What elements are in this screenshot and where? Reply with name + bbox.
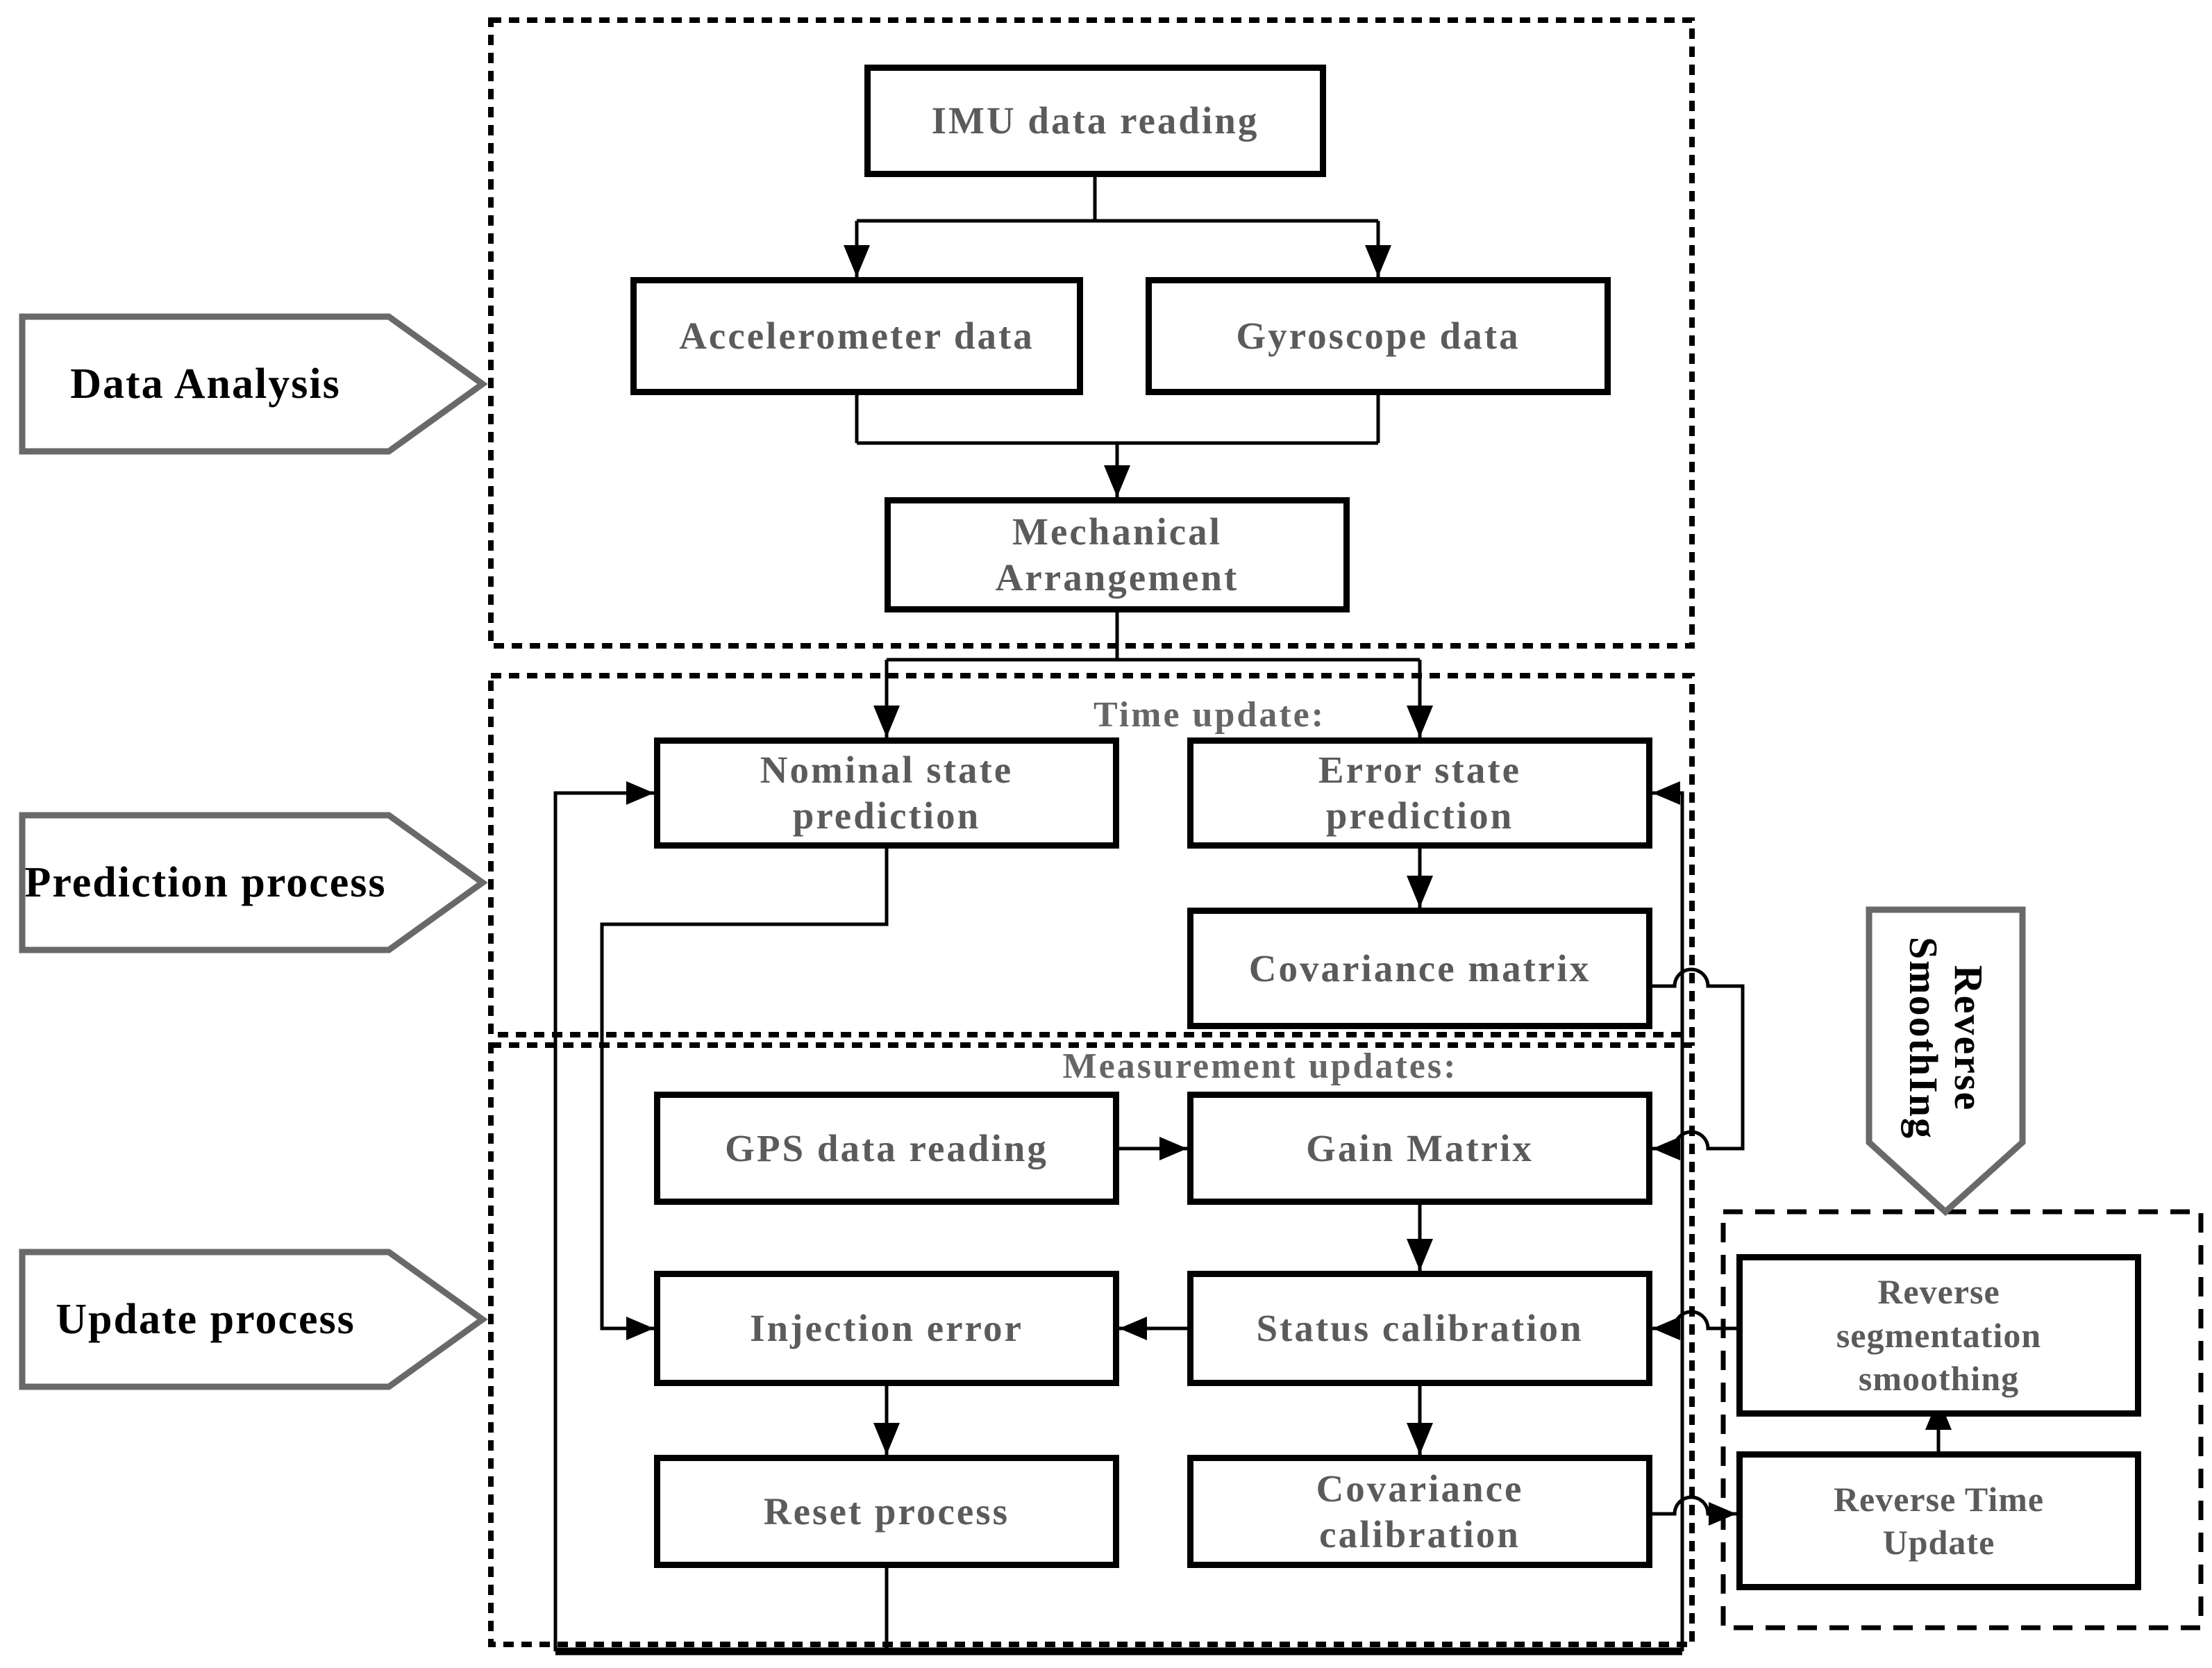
section-frame-data-analysis xyxy=(488,17,1695,649)
node-reverse-segmentation-smoothing: Reverse segmentation smoothing xyxy=(1736,1254,2141,1417)
connector-mech-split xyxy=(885,612,1422,737)
node-accelerometer-data: Accelerometer data xyxy=(630,277,1083,395)
node-gps-data-reading: GPS data reading xyxy=(654,1092,1119,1205)
pentagon-update-process xyxy=(19,1249,488,1390)
node-mechanical-arrangement: Mechanical Arrangement xyxy=(885,497,1350,612)
connector-sensors-join xyxy=(855,395,1380,497)
connector-feedback-to-error xyxy=(1652,791,1684,1651)
node-reverse-time-update: Reverse Time Update xyxy=(1736,1451,2141,1590)
arrowhead-gain-left xyxy=(1159,1137,1187,1160)
node-error-state-prediction: Error state prediction xyxy=(1187,737,1652,849)
side-label-update-process: Update process xyxy=(56,1295,355,1343)
arrowhead-gain-right xyxy=(1652,1137,1680,1160)
side-label-reverse-smoothing: Reverse SmoothIng xyxy=(1901,937,1991,1140)
node-status-calibration: Status calibration xyxy=(1187,1271,1652,1386)
side-label-data-analysis: Data Analysis xyxy=(70,360,341,408)
arrowhead-injection-left xyxy=(626,1317,654,1340)
arrowhead-covmatrix xyxy=(1407,876,1433,908)
arrowhead-mechanical xyxy=(1104,465,1130,497)
node-covariance-matrix: Covariance matrix xyxy=(1187,908,1652,1029)
arrowhead-status-top xyxy=(1407,1239,1433,1271)
arrowhead-error-right xyxy=(1652,781,1680,805)
arrowhead-error-top xyxy=(1407,706,1433,737)
arrowhead-covcal xyxy=(1407,1423,1433,1455)
node-imu-data-reading: IMU data reading xyxy=(864,65,1326,177)
arrowhead-status-right xyxy=(1652,1317,1680,1340)
header-measurement-updates: Measurement updates: xyxy=(1062,1046,1458,1086)
connector-nominal-to-injection xyxy=(600,849,889,1331)
arrowhead-reset xyxy=(873,1423,900,1455)
arrowhead-gyroscope xyxy=(1365,245,1391,277)
section-frame-prediction xyxy=(488,673,1695,1037)
node-covariance-calibration: Covariance calibration xyxy=(1187,1455,1652,1568)
node-nominal-state-prediction: Nominal state prediction xyxy=(654,737,1119,849)
arrowhead-nominal-left xyxy=(626,781,654,805)
header-time-update: Time update: xyxy=(1093,695,1326,735)
pentagon-prediction-process xyxy=(19,812,488,953)
connector-feedback-to-nominal xyxy=(553,791,654,1651)
connector-covmatrix-to-gain xyxy=(1652,967,1745,1151)
node-gyroscope-data: Gyroscope data xyxy=(1146,277,1611,395)
node-injection-error: Injection error xyxy=(654,1271,1119,1386)
pentagon-data-analysis xyxy=(19,313,488,455)
section-frame-reverse xyxy=(1720,1209,2204,1631)
connector-covcal-to-revtime xyxy=(1652,1495,1736,1516)
section-frame-update xyxy=(488,1042,1695,1647)
arrowhead-accelerometer xyxy=(844,245,870,277)
side-label-prediction-process: Prediction process xyxy=(24,858,387,906)
pentagon-reverse-smoothing xyxy=(1866,906,2026,1217)
arrowhead-group xyxy=(626,245,1952,1526)
node-reset-process: Reset process xyxy=(654,1455,1119,1568)
arrowhead-nominal-top xyxy=(873,706,900,737)
connector-imu-split xyxy=(855,177,1380,277)
arrowhead-injection-right xyxy=(1119,1317,1147,1340)
node-gain-matrix: Gain Matrix xyxy=(1187,1092,1652,1205)
arrowhead-revtime-left xyxy=(1709,1502,1736,1526)
